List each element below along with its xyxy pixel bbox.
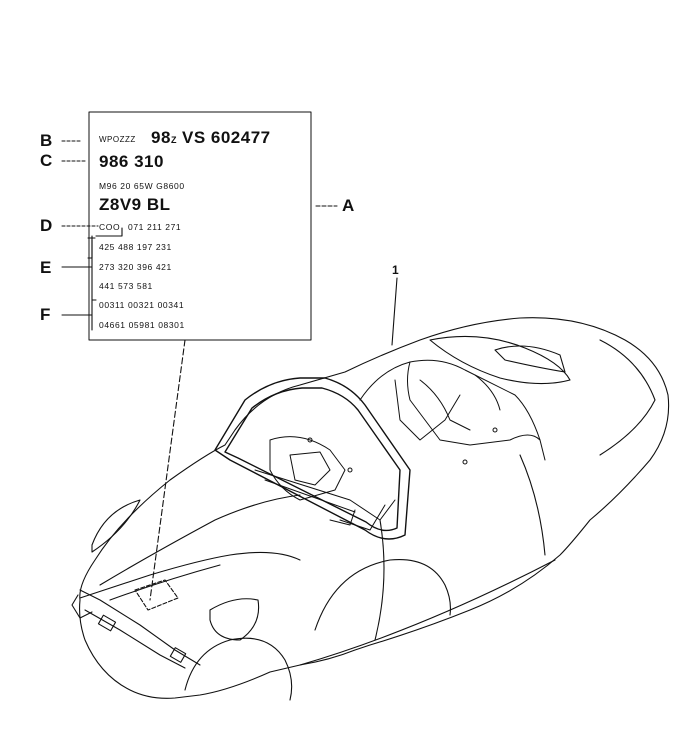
- front-wheel-arch: [184, 637, 293, 701]
- headlight-right: [209, 598, 260, 641]
- option-row-f2: 04661 05981 08301: [99, 320, 185, 330]
- rear-wheel-arch: [314, 558, 451, 631]
- door-line: [374, 519, 385, 641]
- option-row-e3: 441 573 581: [99, 281, 153, 291]
- windshield-frame: [214, 377, 411, 540]
- plate-location-leader: [149, 339, 186, 601]
- callout-e: E: [40, 258, 52, 277]
- type-number: 986 310: [99, 152, 164, 171]
- option-row-d: 071 211 271: [128, 222, 182, 232]
- option-row-f1: 00311 00321 00341: [99, 300, 185, 310]
- rear-deck-lid: [429, 335, 571, 385]
- engine-gearbox-line: M96 20 65W G8600: [99, 181, 185, 191]
- tow-hook: [71, 594, 93, 619]
- vin-model: 98: [151, 128, 171, 147]
- headlight-left: [91, 499, 141, 553]
- vin-prefix: WPOZZZ: [99, 135, 136, 144]
- callout-a: A: [342, 196, 355, 215]
- option-row-e1: 425 488 197 231: [99, 242, 172, 252]
- callout-f: F: [40, 305, 51, 324]
- car-body: [71, 317, 670, 701]
- bracket-f: [91, 295, 97, 331]
- bracket-d: [95, 227, 123, 237]
- leader-part-1: [391, 277, 398, 346]
- body-outline: [79, 317, 670, 699]
- part-number-1: 1: [392, 263, 399, 277]
- vin-model-sub: Z: [171, 135, 177, 145]
- callout-d: D: [40, 216, 53, 235]
- option-row-e2: 273 320 396 421: [99, 262, 172, 272]
- callout-b: B: [40, 131, 53, 150]
- paint-interior-code: Z8V9 BL: [99, 195, 171, 214]
- cockpit-structure: [254, 359, 546, 531]
- data-plate-location: [134, 579, 179, 611]
- vin-serial: VS 602477: [182, 128, 271, 147]
- coo-label: COO: [99, 222, 121, 232]
- callout-c: C: [40, 151, 53, 170]
